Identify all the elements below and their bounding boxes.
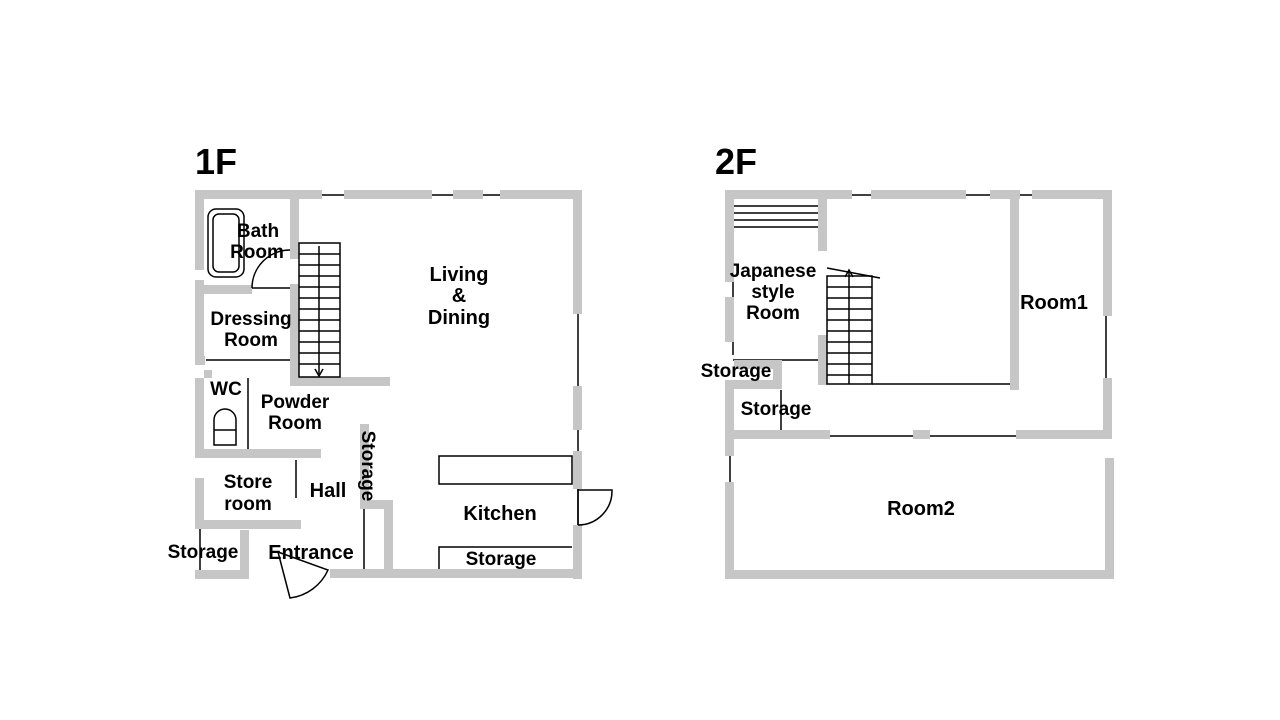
room-label-powder: Room bbox=[268, 413, 322, 434]
floor-1f: 1F bbox=[168, 141, 613, 599]
door-swing-icon bbox=[251, 249, 291, 289]
room-label-dressing: Room bbox=[224, 330, 278, 351]
room-label-living: Dining bbox=[428, 307, 490, 329]
staircase-1f bbox=[298, 242, 341, 378]
room-label-storage-b: Storage bbox=[741, 399, 812, 420]
labels-1f: Bath Room Living & Dining Dressing Room … bbox=[168, 221, 537, 570]
room-label-japanese: Room bbox=[746, 303, 800, 324]
room-label-bath: Bath bbox=[237, 221, 279, 242]
walls-2f bbox=[725, 190, 1114, 579]
room-label-dressing: Dressing bbox=[210, 309, 291, 330]
room-label-store-room: room bbox=[224, 494, 272, 515]
staircase-2f bbox=[826, 267, 881, 385]
floor-title-2f: 2F bbox=[715, 141, 757, 182]
room-label-storage-left: Storage bbox=[168, 542, 239, 563]
room-label-storage-vertical: Storage bbox=[357, 431, 378, 502]
room-label-store-room: Store bbox=[224, 472, 273, 493]
floor-2f: 2F bbox=[701, 141, 1114, 579]
room-label-living: & bbox=[452, 285, 466, 307]
kitchen-counter bbox=[438, 455, 573, 485]
room-label-japanese: Japanese bbox=[730, 261, 817, 282]
toilet-icon bbox=[213, 408, 237, 446]
room-label-room2: Room2 bbox=[887, 498, 955, 520]
room-label-entrance: Entrance bbox=[268, 542, 354, 564]
walls-1f bbox=[195, 190, 582, 579]
interior-lines-2f bbox=[729, 194, 1107, 485]
door-swing-icon bbox=[577, 489, 613, 526]
floor-title-1f: 1F bbox=[195, 141, 237, 182]
room-label-storage-kitchen: Storage bbox=[466, 549, 537, 570]
room-label-kitchen: Kitchen bbox=[463, 503, 536, 525]
room-label-room1: Room1 bbox=[1020, 292, 1088, 314]
bathtub-icon bbox=[207, 208, 245, 278]
entrance-door-icon bbox=[276, 550, 330, 599]
room-label-living: Living bbox=[430, 264, 489, 286]
room-label-japanese: style bbox=[751, 282, 794, 303]
labels-2f: Japanese style Room Room1 Storage Storag… bbox=[701, 261, 1088, 520]
room-label-powder: Powder bbox=[261, 392, 330, 413]
room-label-wc: WC bbox=[210, 379, 242, 400]
kitchen-storage-cabinet bbox=[438, 546, 572, 569]
closet-shelves bbox=[734, 205, 818, 228]
room-label-storage-a: Storage bbox=[701, 361, 772, 382]
room-label-bath: Room bbox=[230, 242, 284, 263]
room-label-hall: Hall bbox=[310, 480, 347, 502]
